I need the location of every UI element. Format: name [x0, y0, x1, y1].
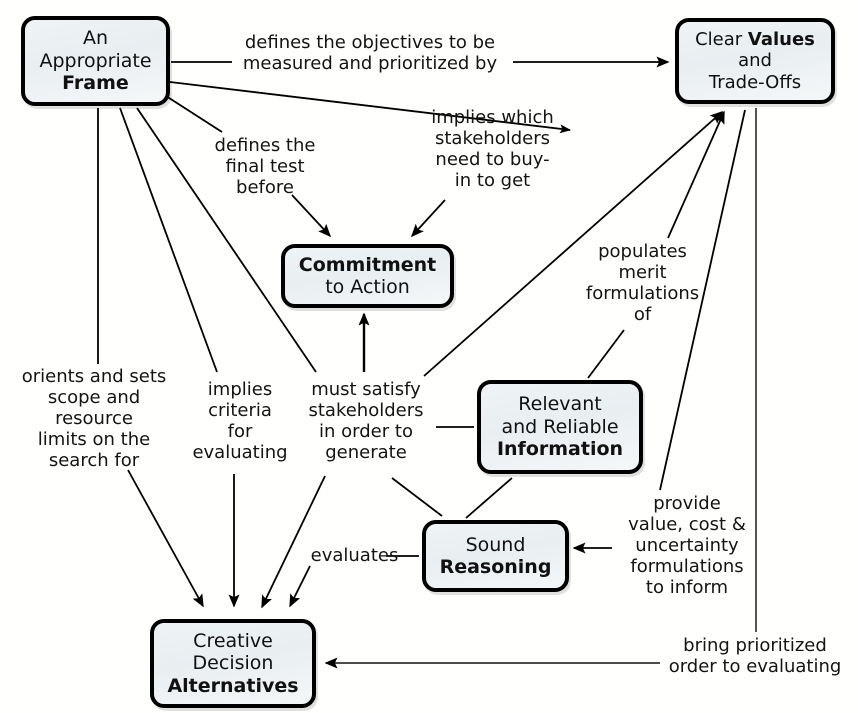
edge-label-orients-and-sets-scope: orients and sets scope and resource limi…	[21, 366, 167, 471]
edge-label-must-satisfy-stakeholders: must satisfy stakeholders in order to ge…	[308, 379, 424, 463]
edge-frame-defines-final-a	[165, 95, 223, 133]
node-frame-line-1: Appropriate	[39, 49, 152, 72]
edge-information-populates-b	[667, 110, 725, 239]
node-reasoning-line-1: Reasoning	[439, 556, 552, 578]
edge-label-bring-prioritized-order: bring prioritized order to evaluating	[668, 635, 842, 677]
edge-label-defines-objectives: defines the objectives to be measured an…	[242, 32, 498, 74]
node-information-line-1: and Reliable	[501, 415, 619, 438]
edge-frame-orients-b	[127, 469, 204, 608]
node-frame-line-0: An	[82, 27, 109, 50]
node-values-clear-text: Clear	[695, 29, 748, 51]
node-commitment-to-action[interactable]: Commitment to Action	[281, 244, 454, 308]
node-commitment-line-1: to Action	[325, 276, 410, 298]
edge-information-to-reasoning	[465, 477, 513, 519]
node-values-line-1: and	[738, 50, 772, 72]
node-reasoning-line-0: Sound	[465, 533, 526, 556]
edge-label-defines-final-test: defines the final test before	[214, 135, 316, 198]
node-clear-values-trade-offs[interactable]: Clear Values and Trade-Offs	[675, 18, 835, 104]
edge-frame-implies-stakeholders-b	[410, 199, 446, 238]
node-sound-reasoning[interactable]: Sound Reasoning	[422, 520, 569, 592]
edge-frame-defines-final-b	[291, 194, 332, 238]
edge-reasoning-evaluates-b	[289, 565, 311, 608]
edge-label-provide-value-cost-uncertainty: provide value, cost & uncertainty formul…	[628, 493, 746, 598]
node-relevant-reliable-information[interactable]: Relevant and Reliable Information	[477, 380, 643, 474]
edge-label-evaluates: evaluates	[310, 545, 399, 566]
node-values-bold-values: Values	[747, 29, 815, 51]
edge-label-implies-which-stakeholders: implies which stakeholders need to buy- …	[431, 107, 554, 191]
node-alternatives-line-0: Creative	[193, 629, 273, 652]
edge-must-satisfy-to-reasoning	[391, 477, 443, 517]
edge-must-satisfy-to-alternatives	[261, 475, 326, 609]
node-values-line-2: Trade-Offs	[708, 71, 802, 93]
edge-information-populates-a	[587, 329, 625, 379]
node-commitment-line-0: Commitment	[298, 253, 437, 276]
node-alternatives-line-1: Decision	[192, 652, 274, 675]
node-values-line-0: Clear Values	[695, 29, 815, 50]
edge-label-populates-merit-formulations: populates merit formulations of	[585, 241, 700, 325]
node-information-line-0: Relevant	[518, 393, 602, 416]
node-frame-line-2: Frame	[62, 72, 129, 95]
node-alternatives-line-2: Alternatives	[167, 674, 299, 697]
node-appropriate-frame[interactable]: An Appropriate Frame	[21, 16, 170, 106]
node-information-line-2: Information	[496, 438, 624, 461]
edge-label-implies-criteria: implies criteria for evaluating	[192, 379, 288, 463]
node-creative-decision-alternatives[interactable]: Creative Decision Alternatives	[150, 619, 316, 708]
